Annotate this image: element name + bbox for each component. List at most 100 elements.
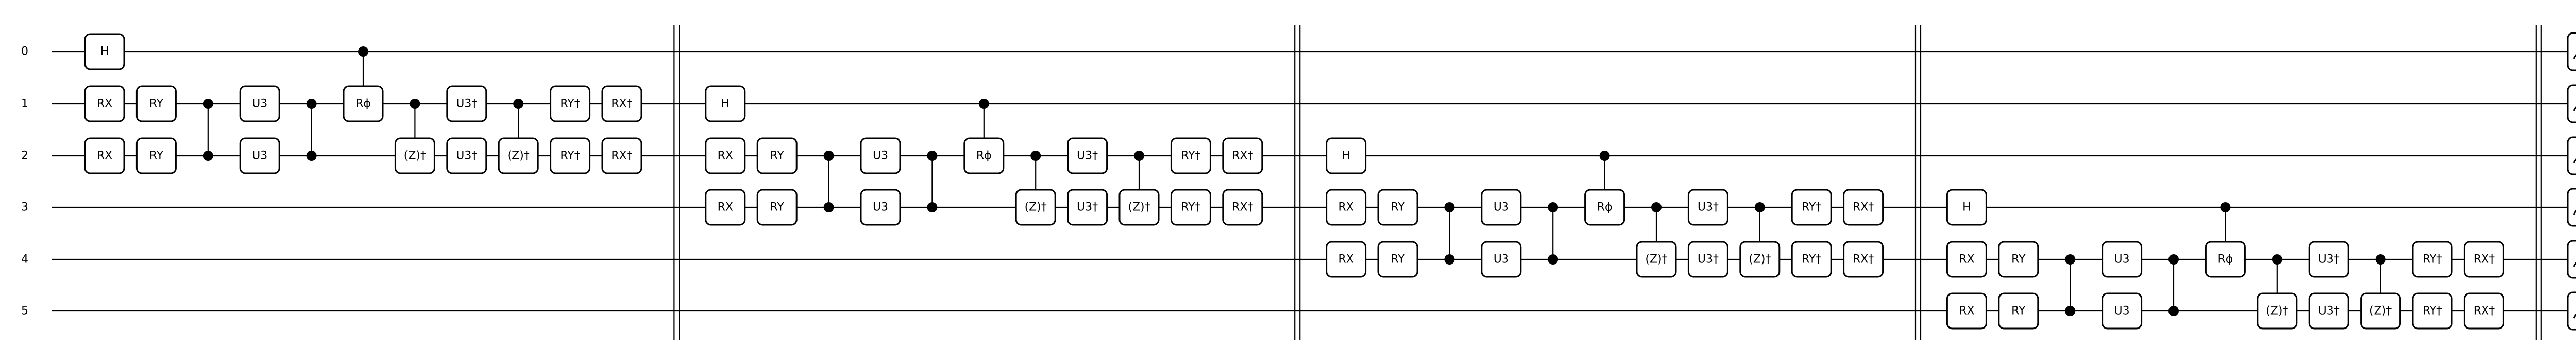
gate-box	[135, 85, 177, 122]
gate-label: U3	[873, 150, 888, 162]
gate-box	[1067, 137, 1108, 174]
gate: Rϕ	[1584, 189, 1625, 226]
gate-box	[550, 137, 591, 174]
gate: RY	[135, 85, 177, 122]
qubit-label: 4	[21, 253, 28, 266]
gate-box	[1636, 241, 1677, 278]
gate-box	[1791, 241, 1832, 278]
gate: RX	[1946, 241, 1987, 278]
control-dot	[2168, 254, 2179, 265]
meter-box	[2567, 84, 2576, 123]
gate: U3†	[2308, 241, 2349, 278]
meter-box	[2567, 291, 2576, 331]
qubit-label: 5	[21, 305, 28, 318]
gate-box	[1377, 189, 1418, 226]
gate-label: RX†	[1232, 150, 1253, 162]
gate-label: RX	[1338, 253, 1353, 266]
gate: Rϕ	[343, 85, 384, 122]
gate: (Z)†	[1015, 189, 1056, 226]
gate-label: H	[100, 45, 109, 58]
gate-box	[2308, 241, 2349, 278]
gate-label: (Z)†	[1128, 201, 1150, 214]
gate-box	[84, 33, 125, 70]
gate: RY†	[2412, 241, 2453, 278]
gate-box	[1481, 241, 1522, 278]
gate: U3†	[1687, 189, 1728, 226]
gate-box	[1739, 241, 1781, 278]
control-dot	[1651, 202, 1662, 212]
meter-icon	[2567, 32, 2576, 71]
gate: U3†	[1067, 137, 1108, 174]
gate-label: U3	[252, 97, 267, 110]
gate-label: U3	[873, 201, 888, 214]
gate: U3	[239, 85, 280, 122]
control-connection	[1444, 202, 1455, 265]
gate-box	[1584, 189, 1625, 226]
gate-box	[756, 189, 798, 226]
gate-label: U3	[1494, 201, 1509, 214]
gate-box	[446, 137, 487, 174]
gate: RY	[1377, 241, 1418, 278]
gate-box	[1946, 241, 1987, 278]
gate: RX	[84, 137, 125, 174]
gate-label: U3†	[456, 150, 477, 162]
gate-label: U3†	[1698, 253, 1719, 266]
gate: RX†	[1222, 189, 1263, 226]
gate: U3	[1481, 241, 1522, 278]
gate-label: RY	[2011, 253, 2026, 266]
gate-label: H	[1342, 150, 1350, 162]
gate-label: RX	[1959, 305, 1974, 318]
barrier	[673, 25, 680, 340]
gate-label: RX†	[611, 97, 632, 110]
meter-icon	[2567, 84, 2576, 123]
gate-box	[2102, 241, 2143, 278]
gate: (Z)†	[498, 137, 539, 174]
gate-box	[239, 137, 280, 174]
gate-box	[84, 85, 125, 122]
gate-label: RY†	[1802, 253, 1821, 266]
gate: U3	[1481, 189, 1522, 226]
control-dot	[2272, 254, 2282, 265]
gate: U3	[2102, 292, 2143, 330]
control-dot	[358, 46, 368, 57]
control-dot	[306, 151, 317, 161]
gate: RY†	[2412, 292, 2453, 330]
gates-layer: HRXRXRYRYU3U3Rϕ(Z)†U3†U3†(Z)†RY†RY†RX†RX…	[84, 33, 2504, 330]
control-connection	[823, 151, 834, 212]
gate-box	[1998, 241, 2039, 278]
gate-box	[84, 137, 125, 174]
meter-icon	[2567, 291, 2576, 331]
gate: H	[84, 33, 125, 70]
controls-layer	[202, 46, 2386, 316]
gate-box	[1946, 189, 1987, 226]
barrier	[1294, 25, 1301, 340]
meter-icon	[2567, 188, 2576, 227]
control-dot	[927, 151, 938, 161]
gate: Rϕ	[963, 137, 1005, 174]
gate: RY	[756, 137, 798, 174]
gate-box	[705, 137, 746, 174]
gate-label: RY†	[1181, 150, 1200, 162]
gate-label: RY	[770, 201, 785, 214]
gate: RX†	[601, 137, 642, 174]
meter-icon	[2567, 136, 2576, 175]
control-connection	[1548, 202, 1558, 265]
gate-label: RX†	[2473, 305, 2495, 318]
gate-label: U3†	[1077, 150, 1098, 162]
gate-box	[1015, 189, 1056, 226]
gate-label: U3†	[1698, 201, 1719, 214]
gate-box	[446, 85, 487, 122]
control-dot	[306, 99, 317, 109]
gate: H	[705, 85, 746, 122]
gate-box	[1481, 189, 1522, 226]
gate-label: RX†	[611, 150, 632, 162]
gate-label: RY	[2011, 305, 2026, 318]
gate: RX†	[1843, 189, 1884, 226]
gate: RY	[756, 189, 798, 226]
gate-box	[1326, 137, 1367, 174]
gate-box	[2463, 241, 2504, 278]
control-connection	[306, 99, 317, 161]
gate-box	[1222, 137, 1263, 174]
gate: (Z)†	[394, 137, 435, 174]
